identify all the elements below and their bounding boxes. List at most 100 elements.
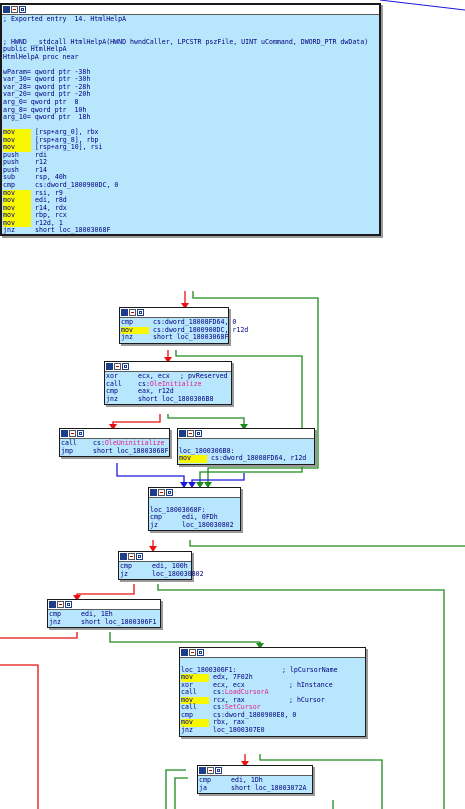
pencil-icon[interactable] bbox=[69, 430, 76, 437]
pencil-icon[interactable] bbox=[189, 649, 196, 656]
color-icon[interactable] bbox=[61, 430, 68, 437]
code-line[interactable]: mov[rsp+arg_8], rbp bbox=[3, 136, 378, 145]
code-line[interactable]: var_20= qword ptr -20h bbox=[3, 91, 378, 99]
color-icon[interactable] bbox=[121, 309, 128, 316]
code-line[interactable]: mov[rsp+arg_0], rbx bbox=[3, 128, 378, 137]
color-icon[interactable] bbox=[106, 363, 113, 370]
code-line[interactable]: loc_1800306F1:; lpCursorName bbox=[181, 666, 364, 675]
pencil-icon[interactable] bbox=[114, 363, 121, 370]
code-line[interactable]: loc_1800306B8: bbox=[179, 447, 313, 456]
graph-icon[interactable] bbox=[19, 6, 26, 13]
node-header[interactable] bbox=[60, 429, 169, 439]
graph-icon[interactable] bbox=[215, 767, 222, 774]
pencil-icon[interactable] bbox=[11, 6, 18, 13]
graph-icon[interactable] bbox=[77, 430, 84, 437]
code-line[interactable]: loc_18003068F: bbox=[150, 506, 239, 515]
node-header[interactable] bbox=[119, 552, 191, 562]
code-line[interactable]: arg_8= qword ptr 10h bbox=[3, 106, 378, 115]
import-name[interactable]: OleUninitialize bbox=[104, 439, 165, 447]
code-line[interactable]: HtmlHelpA proc near bbox=[3, 53, 378, 62]
pencil-icon[interactable] bbox=[158, 489, 165, 496]
code-line[interactable]: var_30= qword ptr -30h bbox=[3, 76, 378, 84]
color-icon[interactable] bbox=[49, 601, 56, 608]
graph-icon[interactable] bbox=[65, 601, 72, 608]
color-icon[interactable] bbox=[179, 430, 186, 437]
code-line[interactable]: ; HWND __stdcall HtmlHelpA(HWND hwndCall… bbox=[3, 38, 378, 47]
code-line[interactable]: var_28= qword ptr -28h bbox=[3, 83, 378, 92]
graph-icon[interactable] bbox=[166, 489, 173, 496]
color-icon[interactable] bbox=[181, 649, 188, 656]
node-header[interactable] bbox=[2, 5, 379, 15]
code-line[interactable]: wParam= qword ptr -38h bbox=[3, 68, 378, 77]
import-name[interactable]: LoadCursorA bbox=[224, 688, 269, 697]
color-icon[interactable] bbox=[3, 6, 10, 13]
node-header[interactable] bbox=[105, 362, 231, 372]
import-name[interactable]: SetCursor bbox=[224, 703, 261, 712]
pencil-icon[interactable] bbox=[128, 553, 135, 560]
node-header[interactable] bbox=[198, 766, 312, 776]
node-header[interactable] bbox=[120, 308, 228, 318]
import-name[interactable]: OleInitialize bbox=[149, 379, 202, 388]
pencil-icon[interactable] bbox=[57, 601, 64, 608]
pencil-icon[interactable] bbox=[207, 767, 214, 774]
color-icon[interactable] bbox=[199, 767, 206, 774]
code-line[interactable]: arg_0= qword ptr 8 bbox=[3, 98, 378, 107]
code-line[interactable]: public HtmlHelpA bbox=[3, 45, 378, 54]
node-header[interactable] bbox=[48, 600, 160, 610]
color-icon[interactable] bbox=[120, 553, 127, 560]
graph-icon[interactable] bbox=[197, 649, 204, 656]
node-header[interactable] bbox=[149, 488, 240, 498]
color-icon[interactable] bbox=[150, 489, 157, 496]
node-header[interactable] bbox=[178, 429, 314, 439]
node-header[interactable] bbox=[180, 648, 365, 658]
graph-icon[interactable] bbox=[195, 430, 202, 437]
code-line[interactable]: arg_10= qword ptr 18h bbox=[3, 113, 378, 122]
graph-icon[interactable] bbox=[122, 363, 129, 370]
pencil-icon[interactable] bbox=[129, 309, 136, 316]
